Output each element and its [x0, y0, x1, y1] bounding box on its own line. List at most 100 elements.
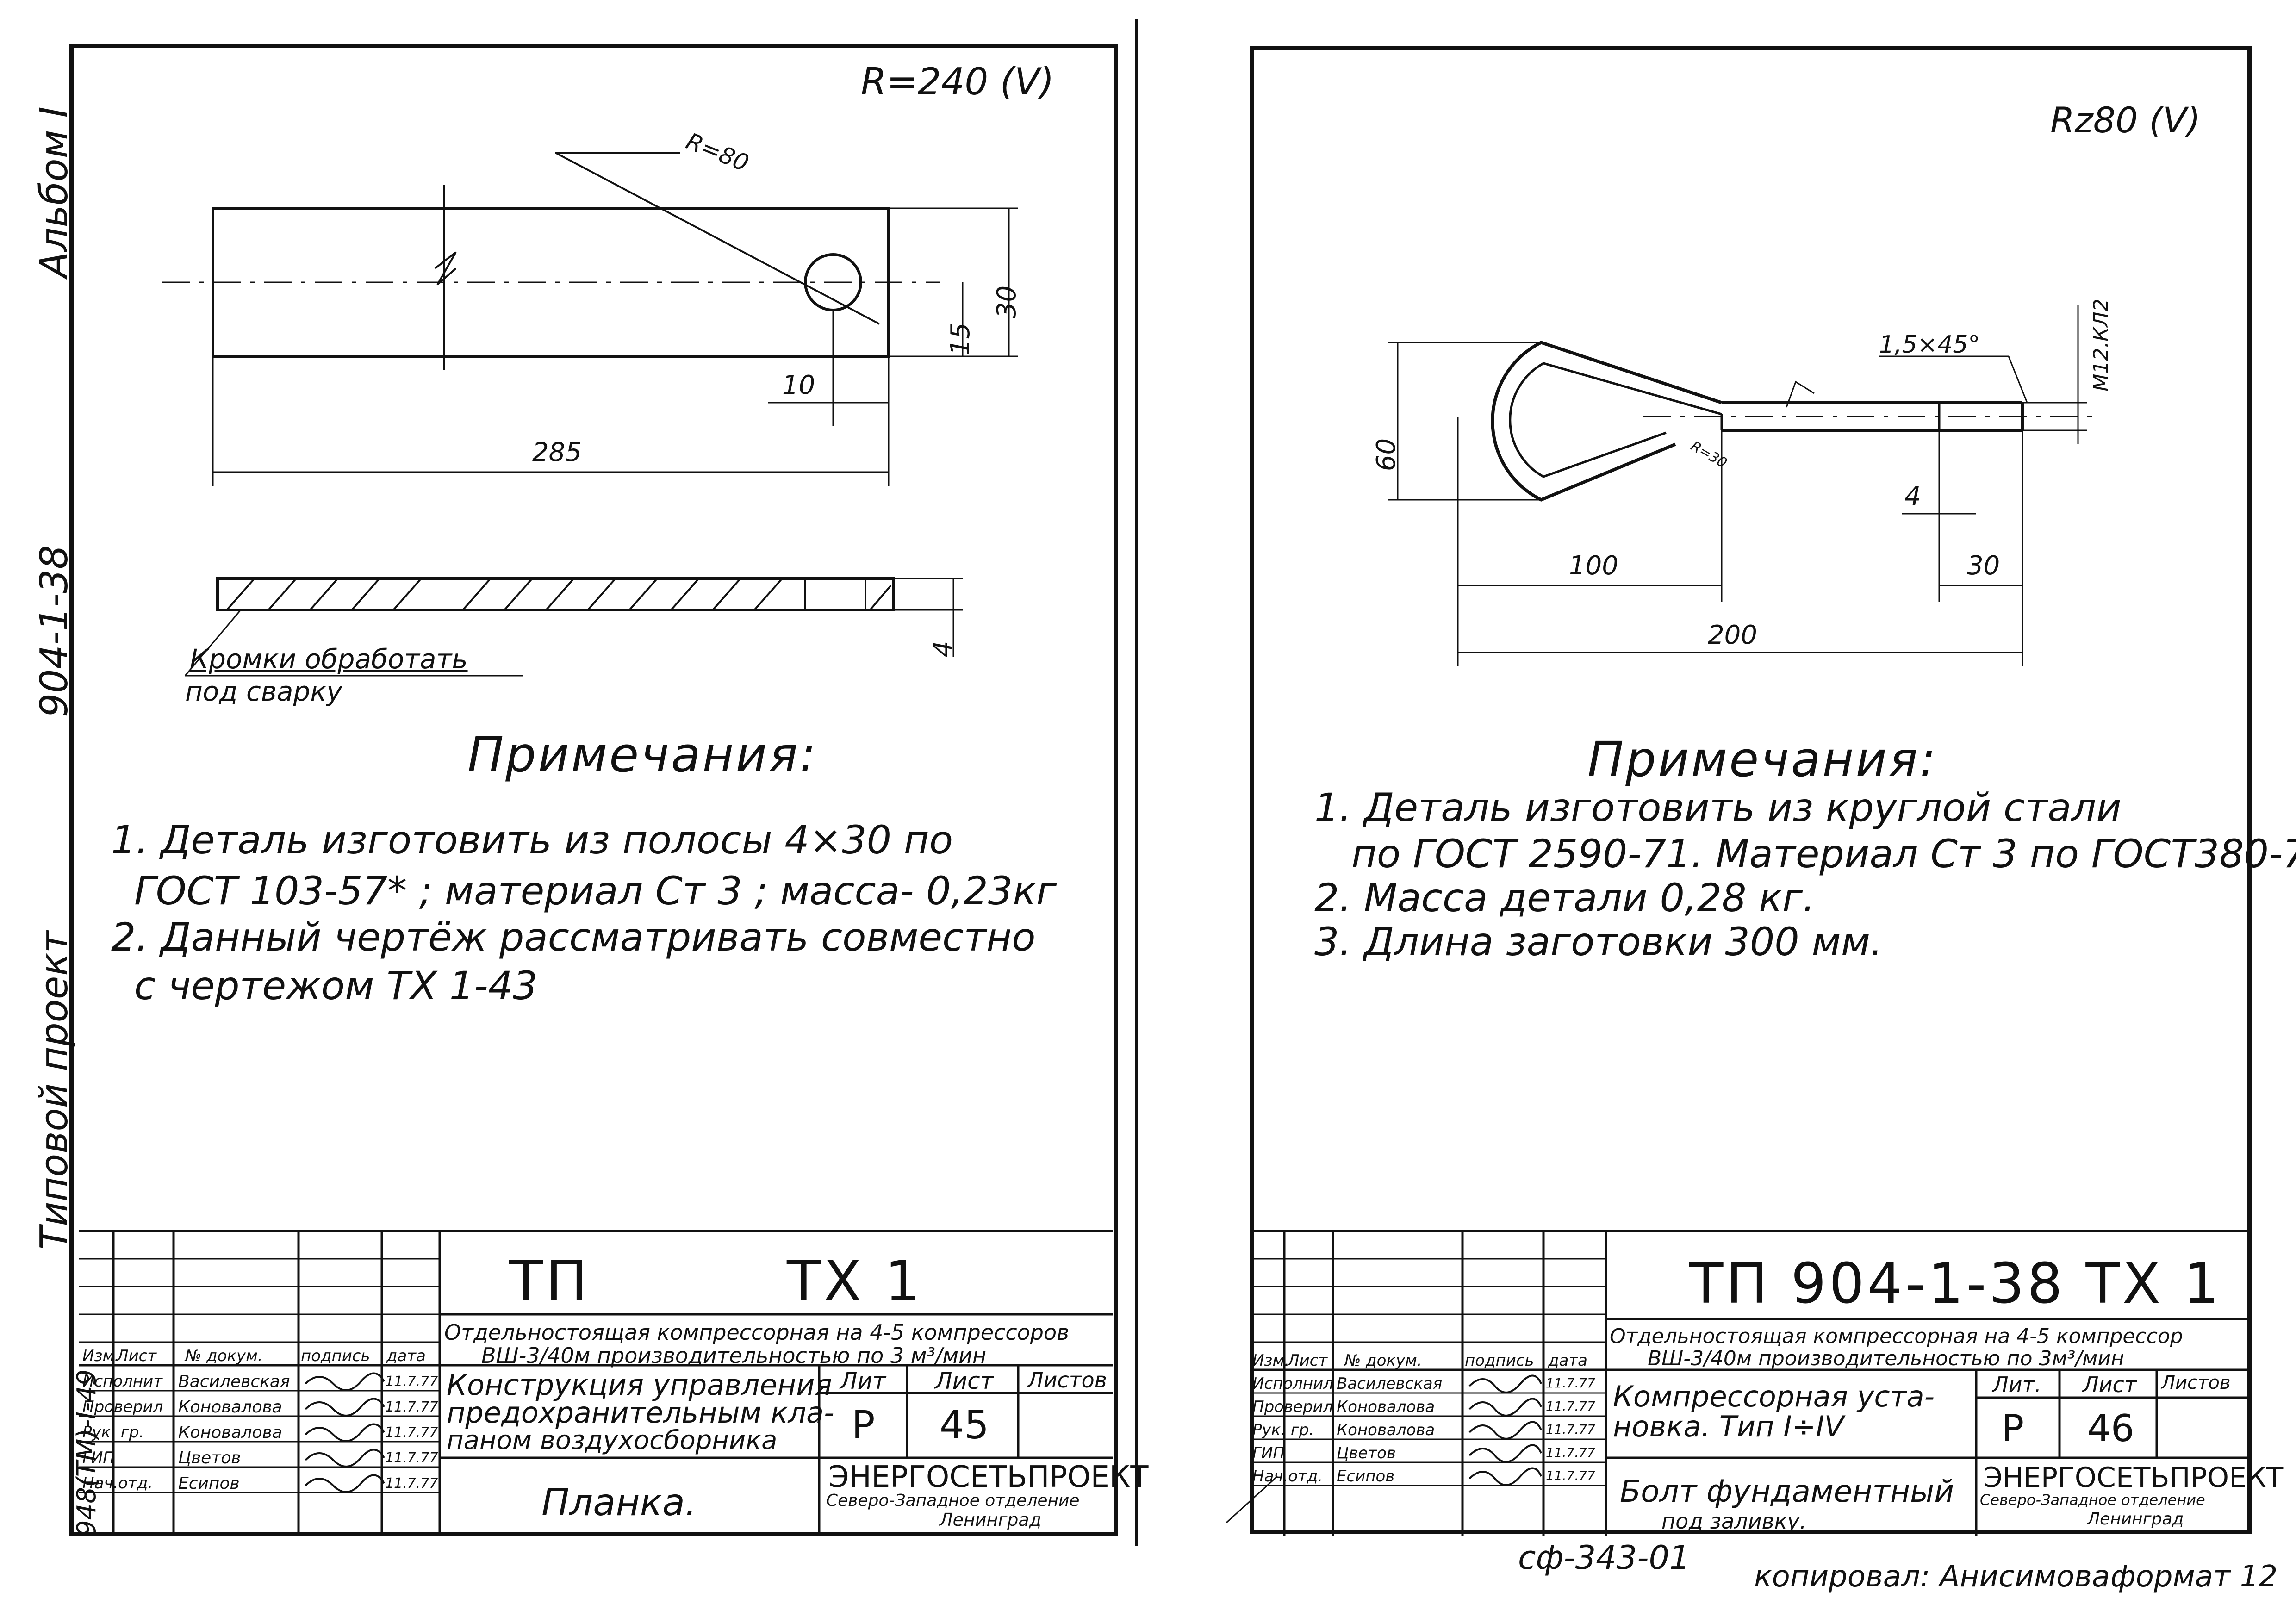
notes-title-right: Примечания: — [1587, 731, 1938, 788]
tb-right-staff-2: Коновалова — [1337, 1398, 1435, 1416]
tb-left-role-2: Проверил — [82, 1398, 163, 1416]
tb-right-h-izm: Изм. — [1252, 1351, 1289, 1370]
sheet-divider — [1135, 19, 1138, 1546]
tb-right-org-sub-1: Северо-Западное отделение — [1980, 1491, 2205, 1509]
dim-offset: 10 — [782, 370, 815, 400]
dim-thread-length: 30 — [1967, 551, 2000, 581]
dim-gap: 4 — [1904, 481, 1921, 511]
tb-left-sheet: 45 — [940, 1402, 989, 1448]
tb-right-role-1: Исполнил — [1252, 1374, 1333, 1393]
tb-left-org-sub-2: Ленинград — [940, 1510, 1041, 1530]
roughness-mark-left: R=240 (V) — [861, 60, 1054, 103]
tb-left-date-5: 11.7.77 — [385, 1475, 438, 1492]
edge-note-line2: под сварку — [185, 676, 342, 707]
tb-right-drawing-1: Компрессорная уста- — [1613, 1380, 1935, 1413]
tb-right-date-5: 11.7.77 — [1546, 1468, 1595, 1483]
footer-code: сф-343-01 — [1518, 1539, 1690, 1577]
tb-left-lit: Р — [852, 1402, 875, 1448]
tb-left-drawing-1: Конструкция управления — [447, 1368, 832, 1402]
tb-right-lit: Р — [2002, 1407, 2024, 1450]
dim-loop: 100 — [1569, 551, 1618, 581]
tb-right-project-1: Отдельностоящая компрессорная на 4-5 ком… — [1610, 1325, 2183, 1348]
note-right-1: 1. Деталь изготовить из круглой стали — [1314, 785, 2122, 830]
tb-left-date-1: 11.7.77 — [385, 1374, 438, 1390]
note-right-4: 3. Длина заготовки 300 мм. — [1314, 919, 1883, 964]
tb-right-h-date: дата — [1548, 1351, 1587, 1370]
tb-left-lit-label: Лит — [840, 1368, 886, 1394]
tb-right-code: ТП 904-1-38 ТХ 1 — [1689, 1252, 2222, 1316]
tb-right-lit-label: Лит. — [1992, 1372, 2041, 1397]
dim-chamfer: 1,5×45° — [1879, 331, 1980, 359]
tb-left-h-sign: подпись — [301, 1347, 370, 1365]
tb-left-staff-4: Цветов — [178, 1449, 241, 1468]
tb-left-staff-5: Есипов — [178, 1474, 240, 1493]
tb-left-sheets-label: Листов — [1027, 1368, 1107, 1393]
tb-right-part-1: Болт фундаментный — [1620, 1474, 1954, 1509]
format-label: формат 12 — [2110, 1560, 2278, 1594]
tb-left-role-5: Нач.отд. — [82, 1474, 153, 1492]
tb-left-role-1: Исполнит — [82, 1372, 163, 1391]
tb-right-role-4: ГИП — [1252, 1444, 1285, 1462]
tb-right-h-doc: № докум. — [1344, 1351, 1422, 1370]
bolt-loop-outer — [1491, 341, 1723, 502]
tb-right-sheet: 46 — [2087, 1407, 2134, 1450]
tb-right-date-1: 11.7.77 — [1546, 1375, 1595, 1391]
note-right-2: по ГОСТ 2590-71. Материал Ст 3 по ГОСТ38… — [1351, 831, 2296, 877]
tb-left-org-sub-1: Северо-Западное отделение — [826, 1491, 1080, 1510]
plate-side-view — [216, 577, 895, 611]
tb-left-role-4: ГИП — [82, 1449, 115, 1467]
dim-length: 285 — [532, 437, 582, 467]
tb-left-h-list: Лист — [117, 1347, 157, 1365]
dim-total: 200 — [1708, 620, 1757, 650]
tb-left-date-4: 11.7.77 — [385, 1450, 438, 1466]
tb-left-date-3: 11.7.77 — [385, 1424, 438, 1441]
tb-left-drawing-3: паном воздухосборника — [447, 1425, 778, 1455]
drawing-sheet-left — [69, 44, 1118, 1536]
tb-right-staff-3: Коновалова — [1337, 1421, 1435, 1439]
tb-right-part-2: под заливку. — [1661, 1509, 1807, 1534]
notes-title-left: Примечания: — [467, 727, 818, 783]
note-left-1: 1. Деталь изготовить из полосы 4×30 по — [111, 817, 953, 863]
tb-right-date-4: 11.7.77 — [1546, 1445, 1595, 1460]
tb-left-org: ЭНЕРГОСЕТЬПРОЕКТ — [828, 1460, 1149, 1494]
tb-right-date-2: 11.7.77 — [1546, 1399, 1595, 1414]
tb-right-h-sign: подпись — [1465, 1351, 1534, 1370]
note-left-3: 2. Данный чертёж рассматривать совместно — [111, 914, 1036, 960]
tb-right-org-sub-2: Ленинград — [2087, 1510, 2184, 1529]
tb-left-code-a: ТП — [509, 1250, 591, 1314]
tb-left-h-date: дата — [386, 1347, 426, 1365]
tb-left-project-1: Отдельностоящая компрессорная на 4-5 ком… — [444, 1320, 1070, 1345]
tb-right-role-2: Проверил — [1252, 1398, 1333, 1416]
tb-left-drawing-2: предохранительным кла- — [447, 1396, 834, 1430]
edge-note-line1: Кромки обработать — [190, 643, 468, 675]
tb-left-sheet-label: Лист — [935, 1368, 994, 1394]
tb-right-sheet-label: Лист — [2083, 1372, 2137, 1397]
tb-right-org: ЭНЕРГОСЕТЬПРОЕКТ — [1983, 1461, 2284, 1494]
tb-left-date-2: 11.7.77 — [385, 1399, 438, 1415]
roughness-mark-right: Rz80 (V) — [2050, 99, 2201, 141]
tb-left-part-name: Планка. — [541, 1481, 697, 1524]
tb-right-staff-4: Цветов — [1337, 1444, 1396, 1462]
tb-right-sheets-label: Листов — [2161, 1372, 2231, 1393]
tb-left-staff-3: Коновалова — [178, 1423, 282, 1442]
tb-right-staff-5: Есипов — [1337, 1467, 1395, 1486]
tb-left-staff-1: Василевская — [178, 1372, 290, 1391]
tb-right-staff-1: Василевская — [1337, 1374, 1443, 1393]
tb-left-h-doc: № докум. — [185, 1347, 263, 1365]
tb-right-date-3: 11.7.77 — [1546, 1422, 1595, 1437]
tb-right-h-list: Лист — [1288, 1351, 1328, 1370]
tb-left-project-2: ВШ-3/40м производительностью по 3 м³/мин — [481, 1343, 987, 1368]
tb-left-staff-2: Коновалова — [178, 1398, 282, 1417]
drawing-sheet-right — [1250, 46, 2252, 1534]
note-left-2: ГОСТ 103-57* ; материал Ст 3 ; масса- 0,… — [134, 868, 1057, 914]
tb-left-code-b: ТХ 1 — [787, 1250, 923, 1314]
tb-right-drawing-2: новка. Тип I÷IV — [1613, 1410, 1844, 1443]
note-left-4: с чертежом ТХ 1-43 — [134, 963, 538, 1008]
tb-left-h-izm: Изм. — [82, 1347, 119, 1365]
